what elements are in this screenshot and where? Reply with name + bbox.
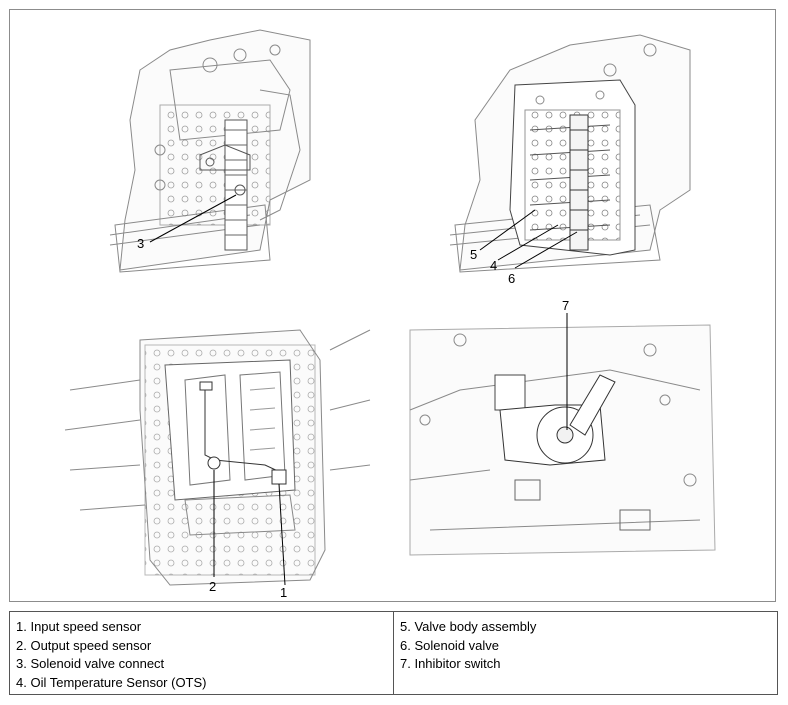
leader-line-3 (149, 194, 237, 243)
leader-line-1 (278, 483, 286, 586)
legend-item-solenoid-valve: 6. Solenoid valve (400, 637, 500, 653)
legend-item-valve-body-assembly: 5. Valve body assembly (400, 619, 537, 634)
panel-inhibitor-switch (409, 324, 716, 556)
legend-item-solenoid-valve-connect: 3. Solenoid valve connect (16, 656, 165, 671)
panel-speed-sensors (64, 329, 371, 586)
leader-line-4 (497, 224, 559, 261)
legend-column-left: 1. Input speed sensor 2. Output speed se… (10, 612, 393, 694)
legend-item-inhibitor-switch: 7. Inhibitor switch (400, 656, 501, 671)
legend-item-input-speed-sensor: 1. Input speed sensor (16, 619, 142, 634)
figure-frame: 3 5 4 6 (9, 9, 776, 602)
legend-column-right: 5. Valve body assembly 6. Solenoid valve… (393, 612, 777, 694)
callout-7: 7 (562, 298, 569, 313)
transmission-illustrations: 3 5 4 6 (64, 29, 716, 600)
panel-solenoid-connector (109, 29, 311, 273)
legend-table: 1. Input speed sensor 2. Output speed se… (9, 611, 778, 695)
callout-5: 5 (470, 247, 477, 262)
leader-line-5 (479, 209, 536, 251)
callout-4: 4 (490, 258, 497, 273)
leader-line-6 (514, 231, 578, 269)
panel-valve-body (449, 34, 691, 273)
legend-item-output-speed-sensor: 2. Output speed sensor (16, 637, 152, 653)
callout-6: 6 (508, 271, 515, 286)
legend-item-oil-temperature-sensor: 4. Oil Temperature Sensor (OTS) (16, 674, 207, 690)
callout-3: 3 (137, 236, 144, 251)
callout-2: 2 (209, 579, 216, 594)
callout-1: 1 (280, 585, 287, 600)
